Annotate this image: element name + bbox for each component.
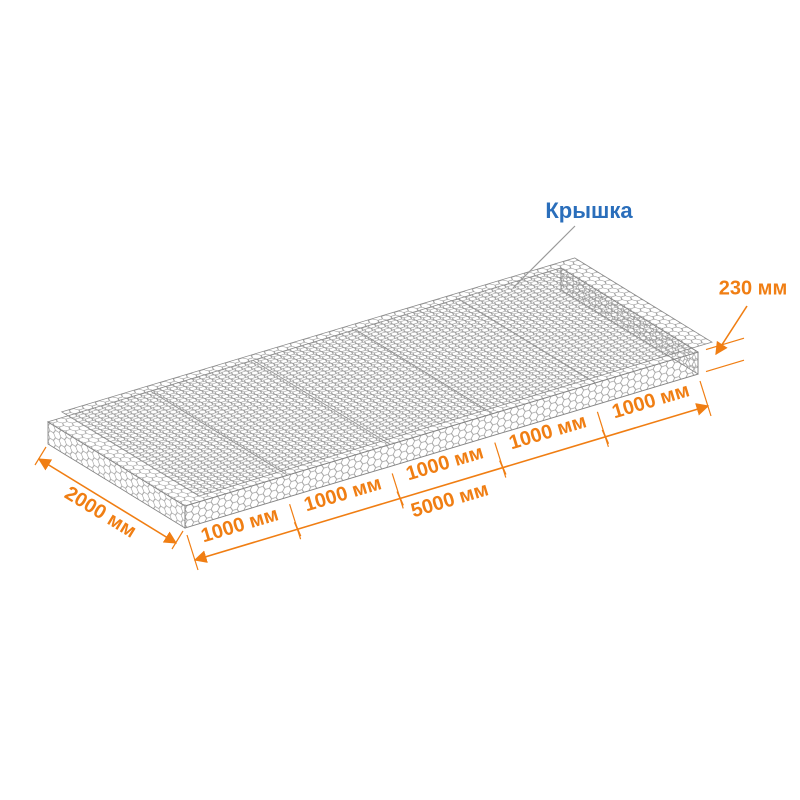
lid-callout: Крышка	[512, 198, 633, 289]
height-arrow	[715, 305, 748, 356]
height-dimension: 230 мм	[705, 277, 788, 373]
lid-label: Крышка	[545, 198, 633, 223]
lid-leader-line	[512, 225, 576, 289]
length-dimension-line	[193, 403, 710, 563]
height-extension-lines	[705, 337, 745, 373]
width-extension-lines	[34, 446, 184, 550]
width-dimension-line	[37, 458, 178, 544]
segment-ticks	[293, 429, 610, 537]
total-length-label: 5000 мм	[408, 478, 491, 522]
height-dimension-label: 230 мм	[719, 277, 788, 299]
